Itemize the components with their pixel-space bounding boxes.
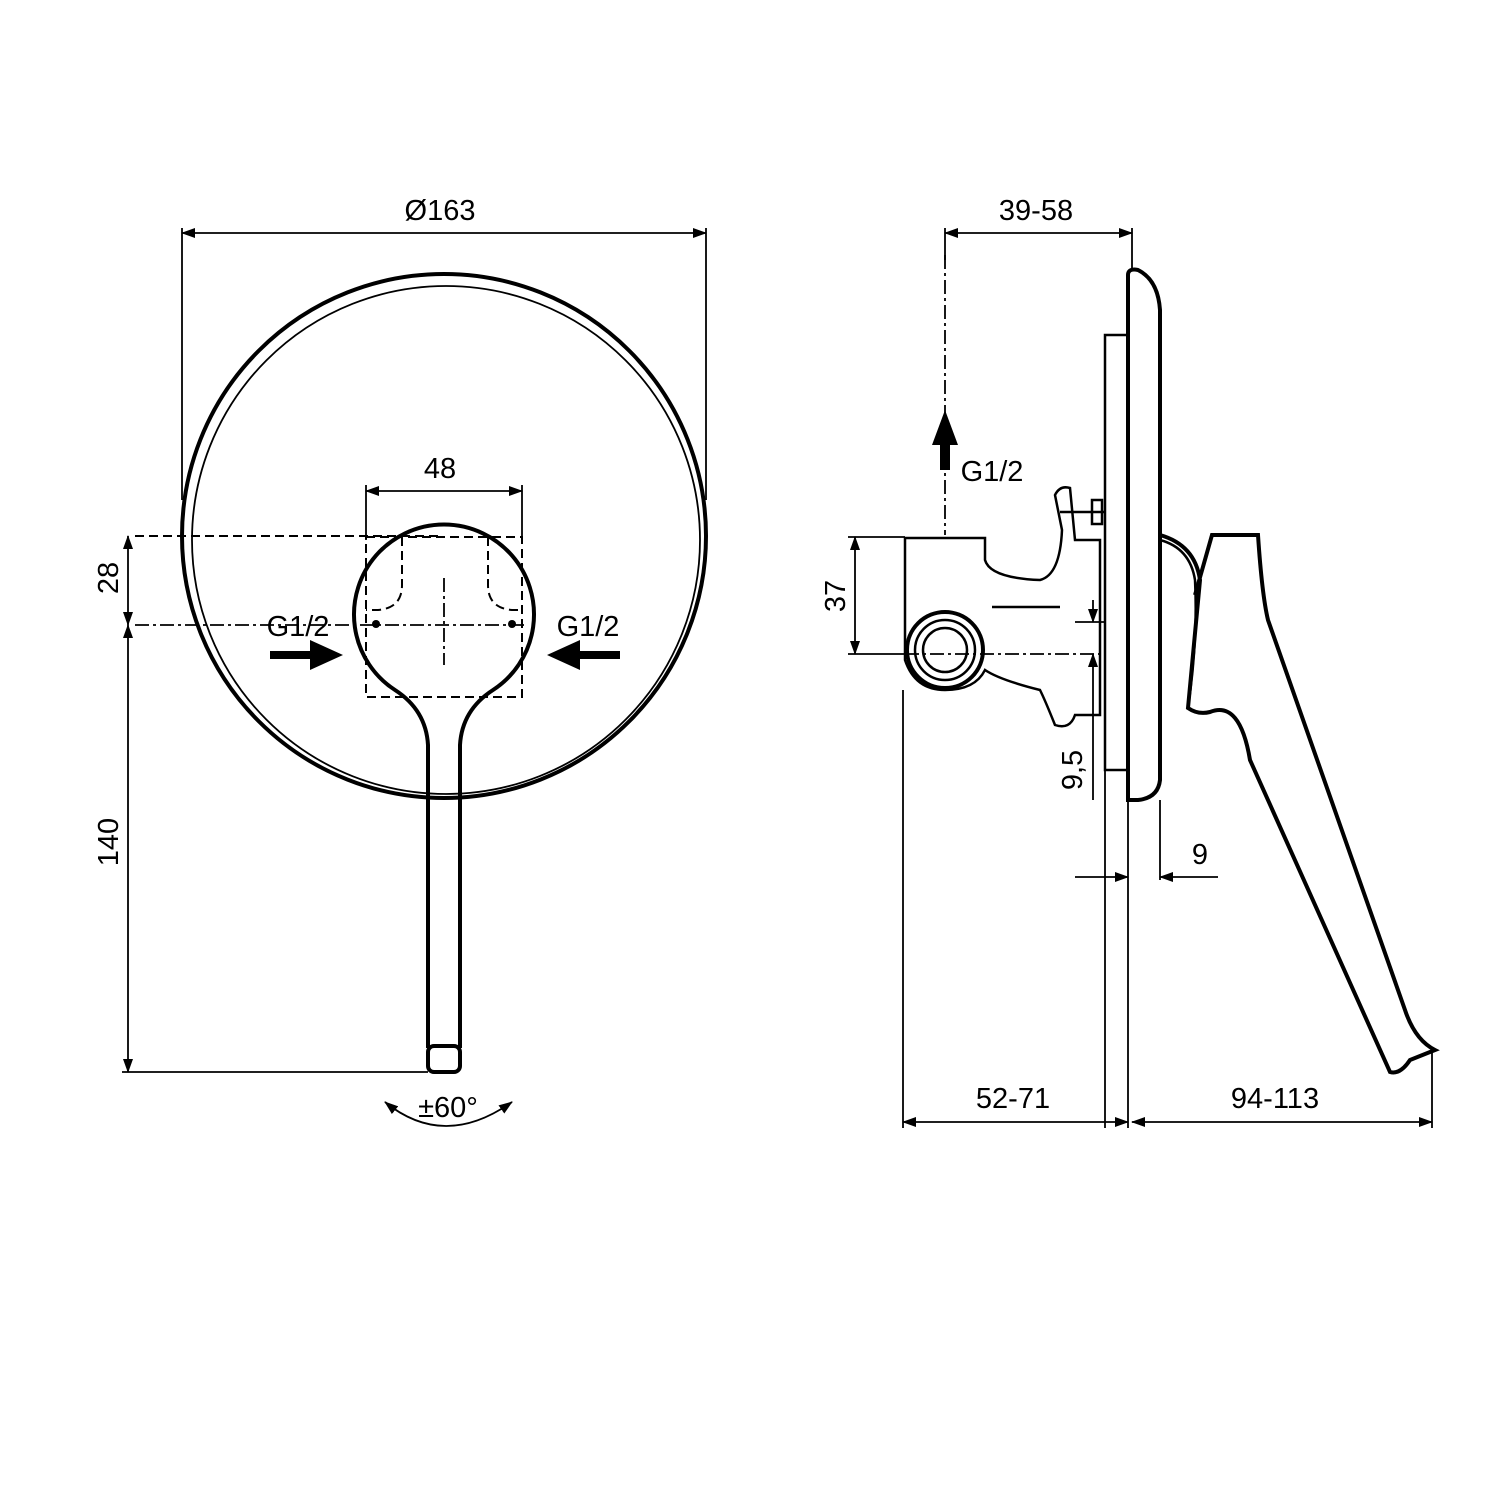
body-hidden-channel: [366, 537, 522, 611]
inlet-point-left: [372, 620, 380, 628]
lever-handle-outline: [352, 522, 536, 1048]
front-view: Ø163 48 28 140 G1/2 G1/2 ±60°: [93, 195, 708, 1127]
handle-length-label: 140: [93, 818, 125, 866]
cover-plate-inner-edge: [191, 285, 701, 795]
inlet-ring-mid: [913, 618, 977, 682]
gap-label: 9,5: [1057, 750, 1089, 790]
diameter-label: Ø163: [405, 195, 476, 227]
valve-body-profile: [903, 486, 1102, 728]
wall-flange: [1103, 333, 1130, 772]
cover-plate-profile: [1126, 267, 1162, 802]
outlet-arrow-icon: [932, 410, 958, 470]
rotation-arc-icon: [384, 1101, 513, 1127]
body-depth-label: 52-71: [976, 1083, 1050, 1115]
lever-side-profile: [1159, 533, 1440, 1075]
lever-base: [1159, 538, 1197, 709]
inlet-right-label: G1/2: [557, 611, 620, 643]
body-width-label: 48: [424, 453, 456, 485]
handle-tip: [426, 1044, 462, 1074]
inlet-ring-inner: [921, 626, 969, 674]
height-label: 37: [820, 580, 852, 612]
inlet-left-arrow-icon: [270, 640, 343, 670]
wall-depth-label: 39-58: [999, 195, 1073, 227]
side-view: G1/2 39-58 37 9,5 9 52-71 94-113: [820, 195, 1440, 1128]
inlet-right-arrow-icon: [547, 640, 620, 670]
rotation-label: ±60°: [418, 1092, 478, 1124]
inlet-point-right: [508, 620, 516, 628]
offset-label: 28: [93, 562, 125, 594]
spindle-nut: [1090, 498, 1104, 526]
inlet-left-label: G1/2: [267, 611, 330, 643]
outlet-label: G1/2: [961, 456, 1024, 488]
handle-projection-label: 94-113: [1231, 1083, 1319, 1115]
plate-label: 9: [1192, 839, 1208, 871]
inlet-ring-outer: [905, 610, 985, 690]
body-hidden-outline: [365, 536, 523, 698]
